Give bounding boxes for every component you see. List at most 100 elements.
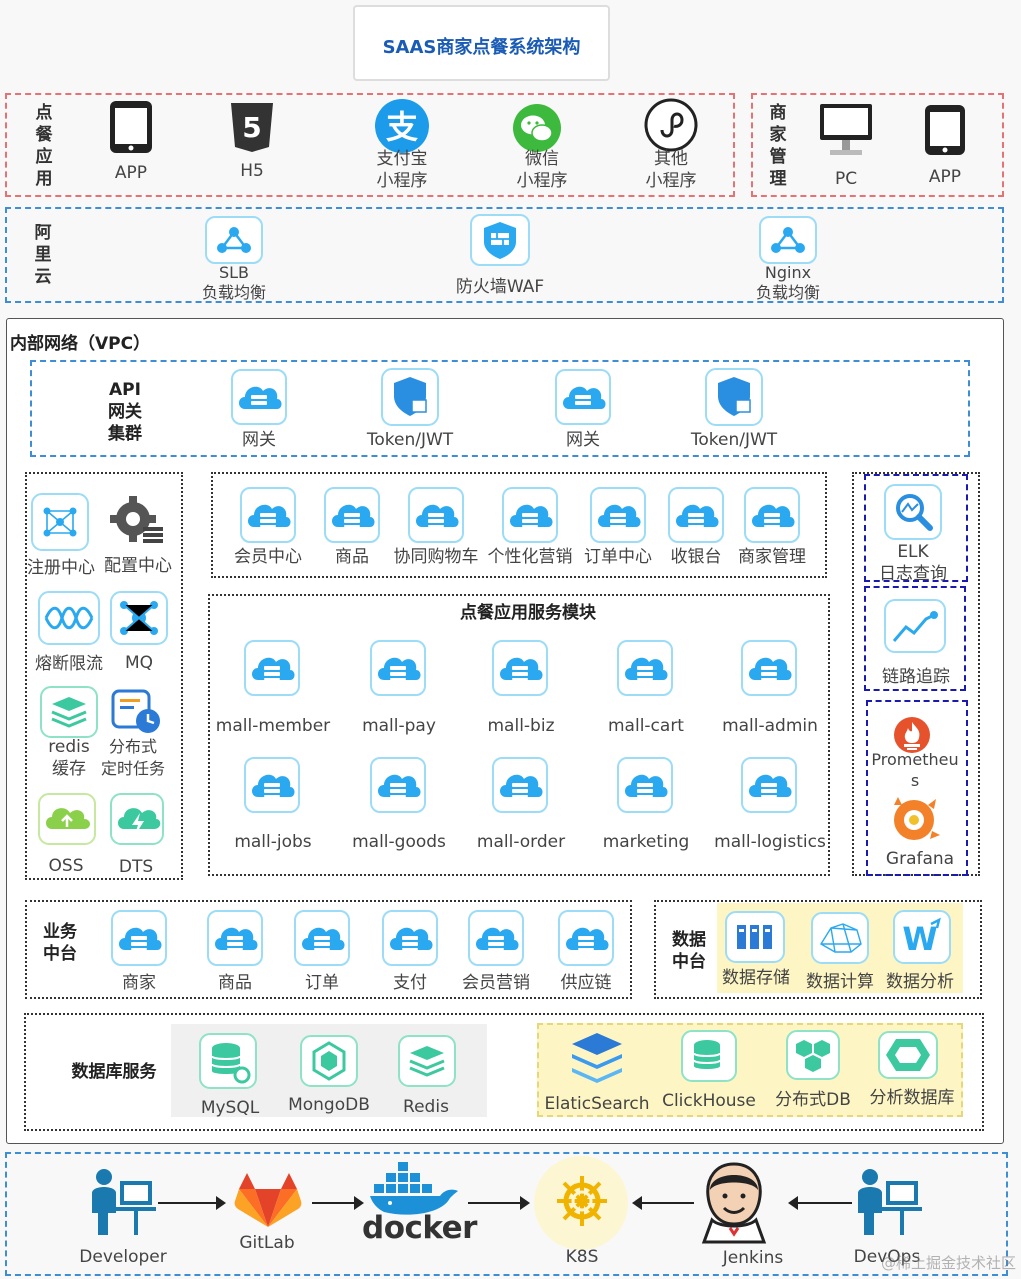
service-label: mall-member bbox=[215, 716, 331, 736]
biz-platform-cloud-icon bbox=[382, 910, 438, 966]
business-top-label: 协同购物车 bbox=[393, 547, 479, 567]
trace-chart-icon bbox=[884, 599, 946, 653]
service-label: mall-jobs bbox=[234, 832, 312, 852]
infra-label-config: 配置中心 bbox=[104, 556, 172, 576]
gateway-label-1: 网关 bbox=[242, 430, 276, 450]
miniprogram-icon bbox=[644, 98, 698, 152]
distributed-db-icon bbox=[786, 1030, 840, 1080]
infra-group bbox=[25, 472, 183, 880]
business-top-label: 订单中心 bbox=[584, 547, 652, 567]
elk-box bbox=[864, 474, 968, 582]
service-module-group bbox=[208, 594, 830, 876]
infra-label-redis: redis 缓存 bbox=[48, 737, 90, 779]
svg-text:支: 支 bbox=[386, 108, 418, 146]
redis-layers-icon bbox=[398, 1035, 456, 1087]
page-title: SAAS商家点餐系统架构 bbox=[382, 37, 581, 58]
db-label-elasticsearch: ElaticSearch bbox=[544, 1094, 650, 1114]
arrow-devops-to-jenkins bbox=[796, 1202, 852, 1204]
service-cloud-icon bbox=[492, 640, 548, 696]
data-storage-label: 数据存储 bbox=[722, 968, 790, 988]
jenkins-butler-icon bbox=[701, 1162, 767, 1244]
data-analysis-label: 数据分析 bbox=[886, 972, 954, 992]
tablet-icon bbox=[925, 105, 965, 155]
gateway-label-2: 网关 bbox=[566, 430, 600, 450]
token-jwt-label-2: Token/JWT bbox=[690, 430, 778, 450]
mongodb-icon bbox=[300, 1035, 358, 1087]
scheduled-task-icon bbox=[111, 689, 160, 733]
infra-label-scheduler: 分布式 定时任务 bbox=[100, 737, 165, 778]
watermark: @稀土掘金技术社区 bbox=[880, 1254, 1016, 1272]
arrow-gitlab-to-docker bbox=[312, 1202, 358, 1204]
svg-text:W: W bbox=[902, 920, 937, 958]
trace-box bbox=[864, 586, 966, 691]
service-label: mall-cart bbox=[608, 716, 684, 736]
biz-platform-cloud-icon bbox=[111, 910, 167, 966]
biz-platform-label-item: 订单 bbox=[305, 973, 339, 993]
business-top-label: 商品 bbox=[335, 547, 369, 567]
arrowhead-right bbox=[520, 1196, 530, 1210]
token-jwt-label-1: Token/JWT bbox=[366, 430, 454, 450]
api-gateway-label: API 网关 集群 bbox=[108, 380, 142, 444]
order-app-label-wechat: 微信 小程序 bbox=[516, 149, 568, 191]
service-label: marketing bbox=[602, 832, 690, 852]
mq-icon bbox=[110, 591, 168, 645]
biz-platform-label-item: 会员营销 bbox=[462, 973, 530, 993]
business-top-label: 收银台 bbox=[670, 547, 722, 567]
biz-platform-cloud-icon bbox=[468, 910, 524, 966]
trace-label: 链路追踪 bbox=[882, 667, 950, 687]
devops-group bbox=[5, 1152, 1008, 1276]
service-cloud-icon bbox=[370, 640, 426, 696]
elk-search-icon bbox=[884, 484, 942, 540]
biz-platform-group bbox=[25, 900, 632, 999]
db-label-distributed: 分布式DB bbox=[775, 1090, 851, 1110]
merchant-mgmt-label: 商 家 管 理 bbox=[769, 103, 787, 189]
service-cloud-icon bbox=[370, 757, 426, 813]
cloud-server-icon bbox=[240, 487, 296, 543]
circuit-breaker-icon bbox=[38, 591, 100, 645]
biz-platform-label-item: 支付 bbox=[393, 973, 427, 993]
cloud-server-icon bbox=[668, 487, 724, 543]
arrowhead-right bbox=[216, 1196, 226, 1210]
redis-cache-icon bbox=[40, 686, 98, 738]
developer-icon bbox=[92, 1169, 156, 1235]
firewall-waf-icon bbox=[470, 214, 530, 266]
html5-icon: 5 bbox=[231, 103, 273, 152]
aliyun-label: 阿 里 云 bbox=[34, 223, 52, 287]
infra-label-mq: MQ bbox=[124, 653, 154, 673]
service-label: mall-logistics bbox=[714, 832, 826, 852]
gateway-cloud-icon bbox=[231, 369, 287, 425]
oss-cloud-icon bbox=[38, 793, 96, 845]
devops-label-k8s: K8S bbox=[565, 1247, 599, 1267]
biz-platform-label-item: 商品 bbox=[218, 973, 252, 993]
biz-platform-label-item: 商家 bbox=[122, 973, 156, 993]
shield-lock-icon bbox=[381, 368, 439, 426]
cloud-server-icon bbox=[324, 487, 380, 543]
nginx-label: Nginx 负载均衡 bbox=[755, 263, 820, 302]
k8s-helm-icon bbox=[557, 1176, 607, 1226]
devops-label-docker: docker bbox=[362, 1210, 477, 1246]
nginx-icon bbox=[759, 216, 817, 264]
db-service-label: 数据库服务 bbox=[71, 1062, 157, 1082]
cloud-server-icon bbox=[408, 487, 464, 543]
service-label: mall-pay bbox=[362, 716, 436, 736]
docker-whale-icon bbox=[370, 1162, 458, 1215]
arrowhead-right bbox=[354, 1196, 364, 1210]
data-compute-icon bbox=[811, 912, 869, 964]
infra-label-breaker: 熔断限流 bbox=[35, 654, 103, 674]
svg-text:5: 5 bbox=[242, 111, 261, 144]
clickhouse-icon bbox=[681, 1030, 737, 1082]
prometheus-label: Prometheu s bbox=[871, 750, 959, 790]
prometheus-flame-icon bbox=[894, 717, 930, 753]
shield-lock-icon bbox=[705, 368, 763, 426]
arrow-docker-to-k8s bbox=[468, 1202, 524, 1204]
prom-grafana-box bbox=[866, 700, 968, 876]
business-top-label: 商家管理 bbox=[738, 547, 806, 567]
slb-label: SLB 负载均衡 bbox=[201, 263, 266, 302]
biz-platform-cloud-icon bbox=[558, 910, 614, 966]
db-label-analytic: 分析数据库 bbox=[869, 1088, 955, 1108]
biz-platform-label-item: 供应链 bbox=[560, 973, 612, 993]
mysql-db-icon bbox=[199, 1033, 257, 1089]
service-cloud-icon bbox=[741, 757, 797, 813]
grafana-icon bbox=[894, 797, 940, 840]
vpc-label: 内部网络（VPC） bbox=[10, 334, 151, 354]
